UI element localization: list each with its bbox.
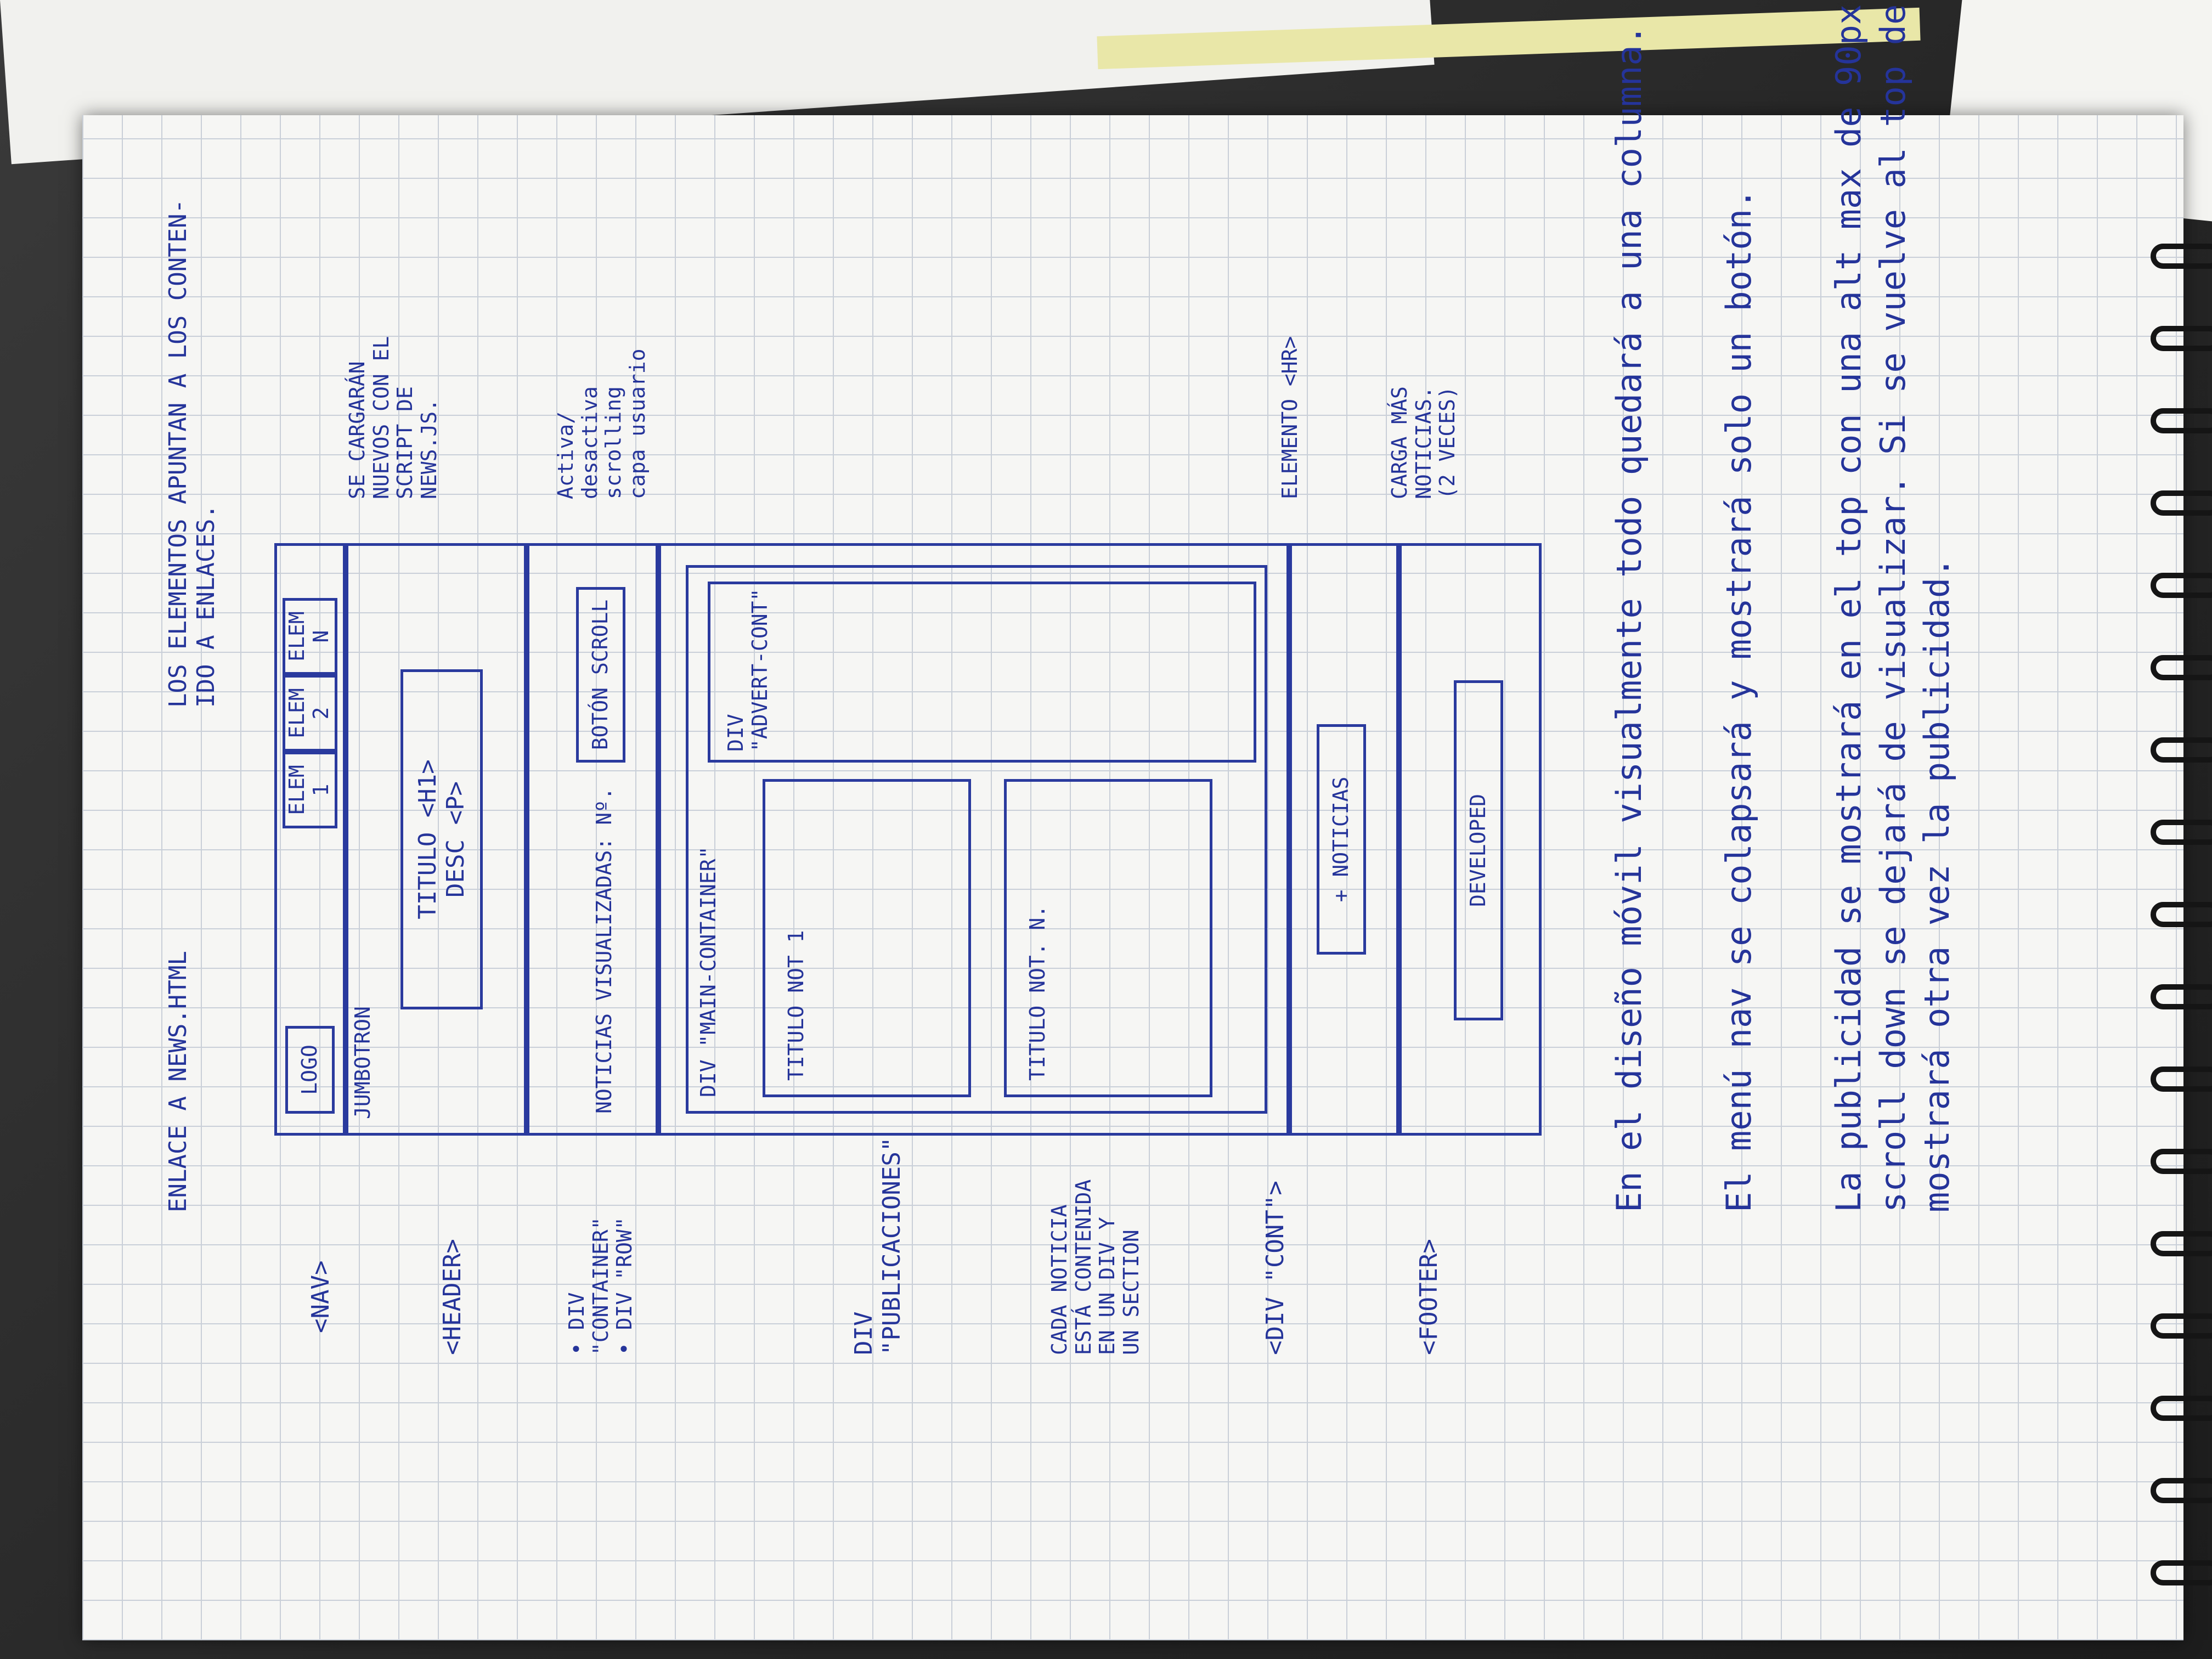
- bullet-2: El menú nav se colapsará y mostrará solo…: [1719, 188, 1759, 1212]
- annotation-cada-noticia: CADA NOTICIA ESTÁ CONTENIDA EN UN DIV Y …: [1047, 1179, 1144, 1355]
- wire-advert-label: DIV "ADVERT-CONT": [724, 588, 772, 752]
- notebook-page-rotated: ENLACE A NEWS.HTML LOS ELEMENTOS APUNTAN…: [82, 0, 2212, 1640]
- wire-elem-1: ELEM 1: [283, 752, 337, 828]
- label-div-cont: <DIV "CONT">: [1261, 1181, 1289, 1355]
- wire-boton-scroll[interactable]: BOTÓN SCROLL: [576, 587, 625, 763]
- wire-logo: LOGO: [285, 1026, 335, 1114]
- wire-main-container-label: DIV "MAIN-CONTAINER": [696, 846, 720, 1097]
- annotation-enlace-news: ENLACE A NEWS.HTML: [164, 951, 192, 1212]
- bullet-3: La publicidad se mostrará en el top con …: [1829, 0, 1957, 1212]
- label-footer: <FOOTER>: [1415, 1239, 1443, 1355]
- wire-titulo-not-1: TITULO NOT 1: [784, 930, 808, 1081]
- annotation-scroll: Activa/ desactiva scrolling capa usuario: [554, 348, 650, 499]
- annotation-carga-mas: CARGA MÁS NOTICIAS. (2 VECES): [1387, 386, 1460, 499]
- annotation-hr: ELEMENTO <HR>: [1278, 336, 1302, 499]
- wire-advert: [708, 582, 1256, 763]
- wire-mas-noticias[interactable]: + NOTICIAS: [1317, 724, 1366, 955]
- wire-elem-2: ELEM 2: [283, 675, 337, 752]
- notebook-page: ENLACE A NEWS.HTML LOS ELEMENTOS APUNTAN…: [82, 0, 2212, 1640]
- label-header: <HEADER>: [438, 1239, 466, 1355]
- label-div-container: • DIV "CONTAINER" • DIV "ROW": [565, 1217, 637, 1355]
- wire-titulo-desc: TITULO <H1> DESC <P>: [400, 669, 483, 1009]
- wire-developed: DEVELOPED: [1454, 680, 1503, 1020]
- label-nav: <NAV>: [307, 1260, 335, 1333]
- annotation-elementos-apuntan: LOS ELEMENTOS APUNTAN A LOS CONTEN- IDO …: [164, 199, 220, 708]
- wire-elem-n: ELEM N: [283, 598, 337, 675]
- wire-jumbotron-label: JUMBOTRON: [351, 1006, 375, 1119]
- wire-titulo-not-n: TITULO NOT. N.: [1025, 905, 1049, 1081]
- label-publicaciones: DIV "PUBLICACIONES": [850, 1137, 906, 1355]
- annotation-script-news: SE CARGARÁN NUEVOS CON EL SCRIPT DE NEWS…: [345, 336, 442, 499]
- wire-visual-count: NOTICIAS VISUALIZADAS: Nº.: [592, 787, 616, 1114]
- bullet-1: En el diseño móvil visualmente todo qued…: [1609, 25, 1649, 1212]
